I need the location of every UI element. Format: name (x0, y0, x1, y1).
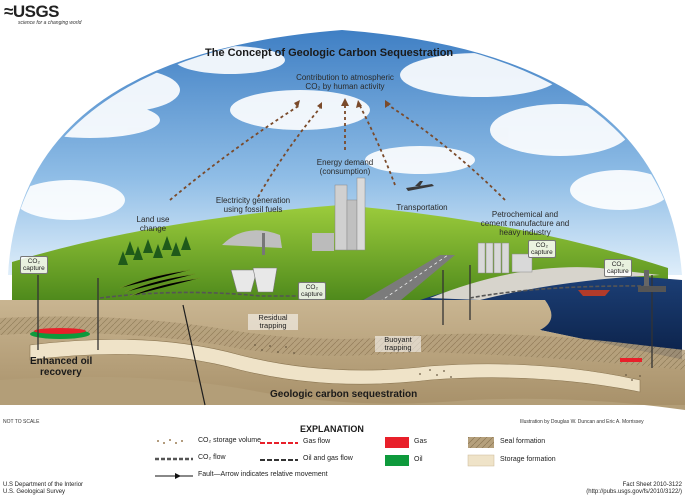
co2-capture-tag-offshore: CO₂ capture (604, 259, 632, 277)
arrow-transportation (359, 105, 396, 186)
label-buoyant-line2: trapping (384, 343, 412, 352)
label-land-use-line1: Land use (136, 215, 170, 224)
legend-heading: EXPLANATION (300, 424, 364, 434)
co2-capture-tag-offshore-line1: CO₂ (611, 261, 624, 268)
label-electricity-line1: Electricity generation (215, 196, 291, 205)
arrow-electricity (257, 107, 321, 198)
label-contribution-line1: Contribution to atmospheric (296, 73, 394, 82)
footer-agency-line2: U.S. Geological Survey (3, 489, 66, 495)
label-contribution-line2: CO₂ by human activity (305, 82, 385, 91)
co2-capture-tag-eor-line1: CO₂ (27, 258, 40, 265)
co2-capture-tag-industry-line1: CO₂ (535, 242, 548, 249)
label-petrochemical: Petrochemical and cement manufacture and… (470, 210, 580, 237)
label-energy-demand: Energy demand (consumption) (305, 158, 385, 176)
label-geologic-sequestration: Geologic carbon sequestration (270, 389, 418, 400)
label-land-use-line2: change (139, 224, 167, 233)
legend-seal-formation: Seal formation (500, 438, 546, 445)
co2-capture-tag-eor: CO₂ capture (20, 256, 48, 274)
label-eor-line2: recovery (40, 367, 82, 378)
gas-cap (34, 328, 86, 334)
label-enhanced-oil-recovery: Enhanced oil recovery (30, 356, 92, 378)
co2-capture-tag-power: CO₂ capture (298, 282, 326, 300)
co2-capture-tag-power-line1: CO₂ (305, 284, 318, 291)
co2-capture-tag-industry-line2: capture (531, 249, 553, 256)
label-buoyant-trapping: Buoyant trapping (375, 336, 421, 352)
footer-fact-sheet-id: Fact Sheet 2010-3122 (622, 482, 682, 488)
illustration-credit: Illustration by Douglas W. Duncan and Er… (520, 419, 644, 425)
footer-fact-sheet-url[interactable]: (http://pubs.usgs.gov/fs/2010/3122/) (586, 489, 682, 495)
co2-capture-tag-eor-line2: capture (23, 265, 45, 272)
not-to-scale-note: NOT TO SCALE (3, 419, 40, 425)
diagram-title: The Concept of Geologic Carbon Sequestra… (205, 47, 454, 59)
arrow-land-use (169, 104, 301, 201)
footer-fact-sheet: Fact Sheet 2010-3122 (http://pubs.usgs.g… (586, 482, 682, 496)
legend-storage-formation: Storage formation (500, 456, 556, 463)
label-transportation: Transportation (396, 203, 448, 212)
legend-oil: Oil (414, 456, 423, 463)
legend-gas-flow: Gas flow (303, 438, 331, 445)
legend-oil-gas-flow: Oil and gas flow (303, 455, 353, 462)
legend-storage-volume: CO₂ storage volume (198, 437, 262, 444)
label-buoyant-line1: Buoyant (384, 335, 412, 344)
co2-capture-tag-industry: CO₂ capture (528, 240, 556, 258)
legend-co2-flow: CO₂ flow (198, 454, 226, 461)
label-electricity: Electricity generation using fossil fuel… (203, 196, 303, 214)
label-residual-line1: Residual (258, 313, 288, 322)
label-land-use: Land use change (123, 215, 183, 233)
label-energy-line1: Energy demand (316, 158, 374, 167)
label-residual-line2: trapping (259, 321, 287, 330)
legend-swatches (155, 437, 495, 479)
label-energy-line2: (consumption) (319, 167, 371, 176)
label-electricity-line2: using fossil fuels (223, 205, 283, 214)
legend-gas: Gas (414, 438, 427, 445)
label-eor-line1: Enhanced oil (30, 356, 93, 367)
usgs-logo: ≈USGS science for a changing world (4, 2, 81, 26)
label-petro-line1: Petrochemical and (491, 210, 559, 219)
footer-agency: U.S Department of the Interior U.S. Geol… (3, 482, 83, 496)
footer-agency-line1: U.S Department of the Interior (3, 482, 84, 488)
arrow-industry (387, 104, 506, 201)
label-petro-line3: heavy industry (499, 228, 551, 237)
label-petro-line2: cement manufacture and (480, 219, 570, 228)
usgs-logo-mark: ≈USGS (4, 2, 60, 21)
co2-capture-tag-power-line2: capture (301, 291, 323, 298)
legend-fault: Fault—Arrow indicates relative movement (198, 471, 328, 478)
label-contribution: Contribution to atmospheric CO₂ by human… (280, 73, 410, 91)
co2-capture-tag-offshore-line2: capture (607, 268, 629, 275)
label-residual-trapping: Residual trapping (248, 314, 298, 330)
usgs-tagline: science for a changing world (18, 20, 82, 26)
